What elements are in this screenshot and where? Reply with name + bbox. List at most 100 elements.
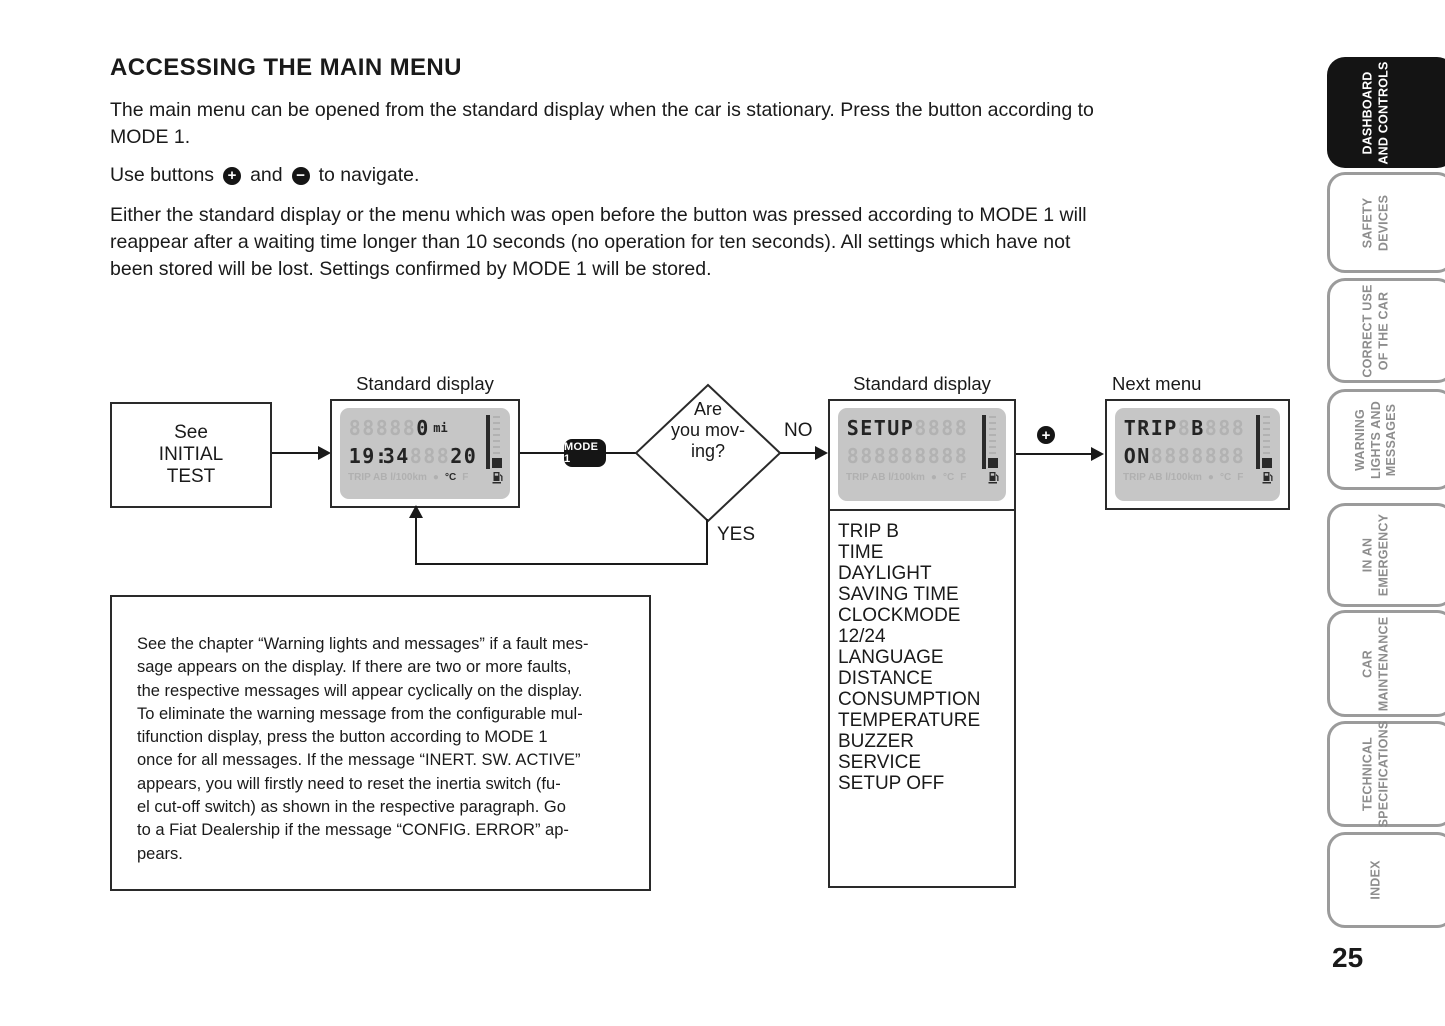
lcd-segment-char: 8 xyxy=(1231,444,1244,468)
lcd-segment-char: 8 xyxy=(402,416,415,440)
sidebar-tab-safety-devices[interactable]: SAFETY DEVICES xyxy=(1327,172,1445,273)
lcd-legend-text: ● xyxy=(1207,472,1214,483)
standard-display-label-2: Standard display xyxy=(853,373,991,394)
lcd-legend-text: F xyxy=(1237,472,1244,483)
lcd-segment-char: 0 xyxy=(463,444,476,468)
sidebar-tab-in-an-emergency[interactable]: IN AN EMERGENCY xyxy=(1327,503,1445,607)
fuel-gauge-icon xyxy=(483,415,504,469)
lcd-legend-text: °C xyxy=(444,472,457,483)
menu-item: DAYLIGHT xyxy=(838,563,932,584)
lcd-segment-char: 8 xyxy=(887,444,900,468)
sidebar-tab-label: CAR MAINTENANCE xyxy=(1360,616,1391,711)
fuel-pump-icon xyxy=(492,471,504,484)
initial-test-box: See INITIAL TEST xyxy=(110,402,272,508)
lcd-segment-char: 8 xyxy=(1150,444,1163,468)
fuel-gauge-icon xyxy=(1253,415,1274,469)
lcd-legend-text: TRIP AB l/100km xyxy=(348,472,427,483)
lcd-segment-char: : xyxy=(375,444,388,468)
lcd-segment-char: E xyxy=(860,416,873,440)
menu-item: SETUP OFF xyxy=(838,773,945,794)
lcd-segment-char: 3 xyxy=(382,444,395,468)
note-box xyxy=(110,595,651,891)
lcd-legend-text: TRIP AB l/100km xyxy=(1123,472,1202,483)
standard-display-label-1: Standard display xyxy=(356,373,494,394)
lcd-segment-char: 8 xyxy=(900,444,913,468)
fuel-pump-icon xyxy=(1262,471,1274,484)
connector-line xyxy=(272,452,318,454)
sidebar-tab-warning-lights-and-messages[interactable]: WARNING LIGHTS AND MESSAGES xyxy=(1327,389,1445,490)
page-title: ACCESSING THE MAIN MENU xyxy=(110,54,462,81)
yes-path-line xyxy=(415,563,708,565)
fuel-pump-icon xyxy=(988,471,1000,484)
lcd-segment-char: 8 xyxy=(389,416,402,440)
no-label: NO xyxy=(784,420,813,441)
lcd-segment-char: 8 xyxy=(375,416,388,440)
sidebar-tab-label: CORRECT USE OF THE CAR xyxy=(1360,283,1391,378)
lcd-legend-text: °C xyxy=(1219,472,1232,483)
lcd-legend-text: °C xyxy=(942,472,955,483)
lcd-segment-char: 8 xyxy=(846,444,859,468)
sidebar-tab-label: DASHBOARD AND CONTROLS xyxy=(1360,60,1390,165)
sidebar-tab-car-maintenance[interactable]: CAR MAINTENANCE xyxy=(1327,610,1445,717)
menu-item: BUZZER xyxy=(838,731,914,752)
lcd-legend-text: ● xyxy=(930,472,937,483)
lcd-segment-char: 0 xyxy=(416,416,429,440)
connector-line xyxy=(780,452,816,454)
lcd-segment-char: T xyxy=(873,416,886,440)
menu-item: 12/24 xyxy=(838,626,886,647)
sidebar-tab-label: SAFETY DEVICES xyxy=(1360,194,1391,251)
lcd-segment-char: 8 xyxy=(409,444,422,468)
lcd-segment-char: O xyxy=(1123,444,1136,468)
menu-item: SERVICE xyxy=(838,752,922,773)
lcd-segment-char: 8 xyxy=(1204,444,1217,468)
sidebar-tab-index[interactable]: INDEX xyxy=(1327,832,1445,928)
lcd-segment-char: 8 xyxy=(1177,416,1190,440)
lcd-segment-char: U xyxy=(887,416,900,440)
navigate-text: to navigate. xyxy=(318,164,420,186)
arrow-right-icon xyxy=(815,446,828,460)
plus-button-icon: + xyxy=(223,166,242,185)
lcd-legend-text: ● xyxy=(432,472,439,483)
lcd-segment-char: 8 xyxy=(1191,444,1204,468)
lcd-segment-char: S xyxy=(846,416,859,440)
lcd-segment-char: R xyxy=(1137,416,1150,440)
arrow-right-icon xyxy=(318,446,331,460)
connector-line xyxy=(606,452,636,454)
sidebar-tab-technical-specifications[interactable]: TECHNICAL SPECIFICATIONS xyxy=(1327,721,1445,827)
lcd-segment-char: 8 xyxy=(914,444,927,468)
lcd-segment-char: 8 xyxy=(1204,416,1217,440)
yes-path-line xyxy=(706,519,708,565)
lcd-segment-char: 8 xyxy=(954,416,967,440)
decision-text: Are you mov- ing? xyxy=(670,399,746,461)
arrow-up-icon xyxy=(409,505,423,518)
menu-item: CONSUMPTION xyxy=(838,689,981,710)
yes-path-line xyxy=(415,518,417,565)
intro-paragraph-2: Use buttons + and − to navigate. xyxy=(110,162,1285,189)
arrow-right-icon xyxy=(1091,447,1104,461)
lcd-legend-text: F xyxy=(960,472,967,483)
intro-paragraph-1: The main menu can be opened from the sta… xyxy=(110,99,1094,148)
lcd-segment-char: I xyxy=(1150,416,1163,440)
sidebar-tab-label: INDEX xyxy=(1368,860,1383,900)
lcd-segment-char: 1 xyxy=(348,444,361,468)
note-text: See the chapter “Warning lights and mess… xyxy=(137,635,589,863)
lcd-legend-text: TRIP AB l/100km xyxy=(846,472,925,483)
sidebar-tab-dashboard-and-controls[interactable]: DASHBOARD AND CONTROLS xyxy=(1327,57,1445,168)
lcd-segment-char: 8 xyxy=(927,416,940,440)
lcd-segment-char: 9 xyxy=(362,444,375,468)
sidebar-tab-correct-use-of-the-car[interactable]: CORRECT USE OF THE CAR xyxy=(1327,278,1445,383)
lcd-legend-text: F xyxy=(462,472,469,483)
lcd-segment-char: 8 xyxy=(348,416,361,440)
use-buttons-text: Use buttons xyxy=(110,164,215,186)
lcd-segment-char: 8 xyxy=(362,416,375,440)
lcd-segment-char: 2 xyxy=(450,444,463,468)
fuel-gauge-icon xyxy=(979,415,1000,469)
minus-button-icon: − xyxy=(291,166,310,185)
lcd-segment-char: 8 xyxy=(1218,444,1231,468)
box-divider xyxy=(830,509,1014,511)
menu-item: SAVING TIME xyxy=(838,584,959,605)
lcd-segment-char: P xyxy=(1164,416,1177,440)
